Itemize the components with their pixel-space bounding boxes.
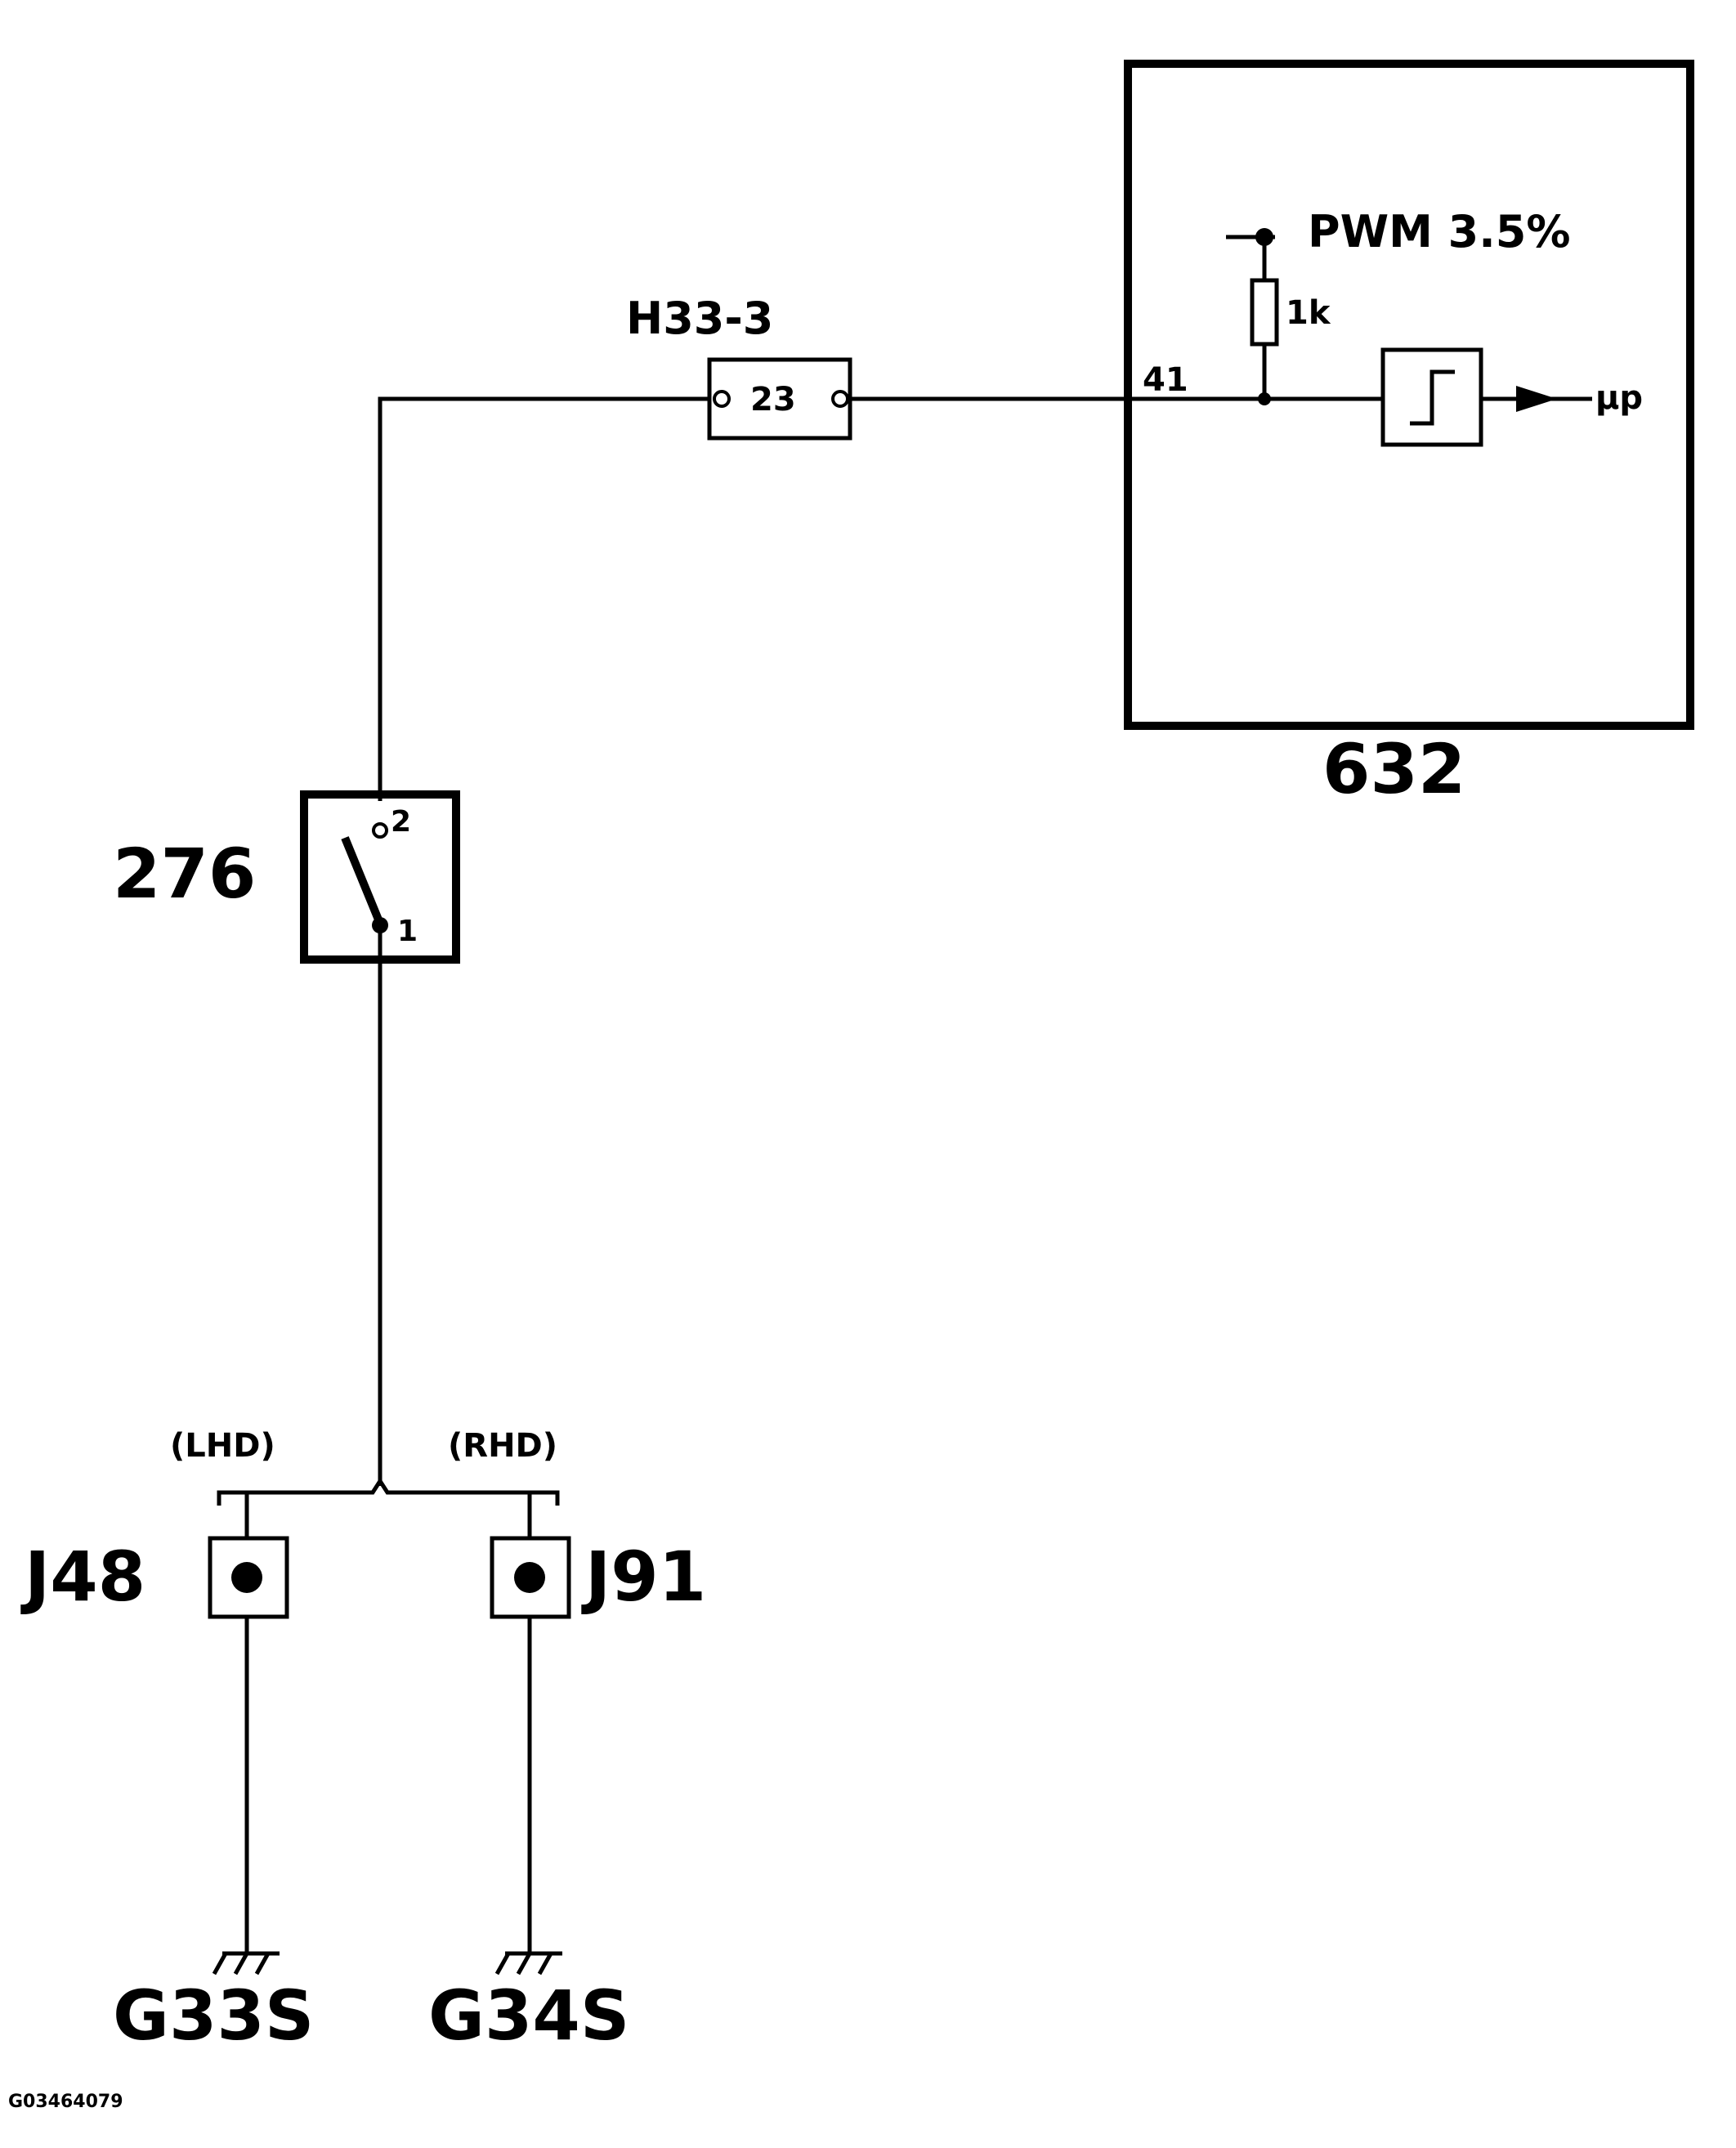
junction-node xyxy=(1258,392,1271,405)
variant-bracket xyxy=(217,1477,560,1506)
switch-contact-2 xyxy=(372,822,388,839)
ground-g33s-icon xyxy=(212,1951,280,1976)
module-body xyxy=(1124,60,1694,730)
pullup-label: PWM 3.5% xyxy=(1308,206,1570,257)
splice-j91-dot xyxy=(514,1562,545,1593)
ground-g33s-label: G33S xyxy=(113,1976,314,2056)
figure-id: G03464079 xyxy=(8,2092,123,2112)
ground-g34s-label: G34S xyxy=(428,1976,629,2056)
ground-g34s[interactable]: G34S xyxy=(428,1951,629,2056)
ground-g33s[interactable]: G33S xyxy=(113,1951,314,2056)
switch-pin-2-label: 2 xyxy=(391,805,411,839)
module-pin-label: 41 xyxy=(1143,361,1188,399)
output-arrow-icon xyxy=(1516,386,1557,412)
variant-rhd-label: (RHD) xyxy=(448,1427,557,1465)
splice-j48-dot xyxy=(231,1562,262,1593)
connector-body xyxy=(707,357,852,441)
module-632[interactable]: 632 41 PWM 3.5% 1k µp xyxy=(1124,60,1694,809)
switch-276[interactable]: 276 2 1 xyxy=(113,790,460,964)
switch-arm xyxy=(341,836,384,925)
ground-g34s-icon xyxy=(494,1951,562,1976)
wire-switch-to-connector xyxy=(378,396,709,801)
connector-label: H33-3 xyxy=(626,293,773,344)
connector-h33-3[interactable]: H33-3 23 xyxy=(626,293,852,441)
switch-pin-1-label: 1 xyxy=(397,915,418,948)
connector-pin-label: 23 xyxy=(750,381,796,418)
output-label: µp xyxy=(1595,379,1643,417)
connector-pin-left xyxy=(713,390,731,408)
splice-j91-label: J91 xyxy=(581,1537,706,1617)
resistor-label: 1k xyxy=(1286,294,1331,332)
connector-pin-right xyxy=(831,390,849,408)
splice-j48-label: J48 xyxy=(20,1537,145,1617)
schmitt-trigger-symbol xyxy=(1410,369,1455,426)
switch-label: 276 xyxy=(113,834,256,914)
module-label: 632 xyxy=(1322,729,1465,809)
variant-lhd-label: (LHD) xyxy=(170,1427,275,1465)
resistor-1k xyxy=(1250,278,1279,347)
splice-j48[interactable]: J48 xyxy=(20,1492,289,1953)
splice-j91[interactable]: J91 xyxy=(490,1492,706,1953)
